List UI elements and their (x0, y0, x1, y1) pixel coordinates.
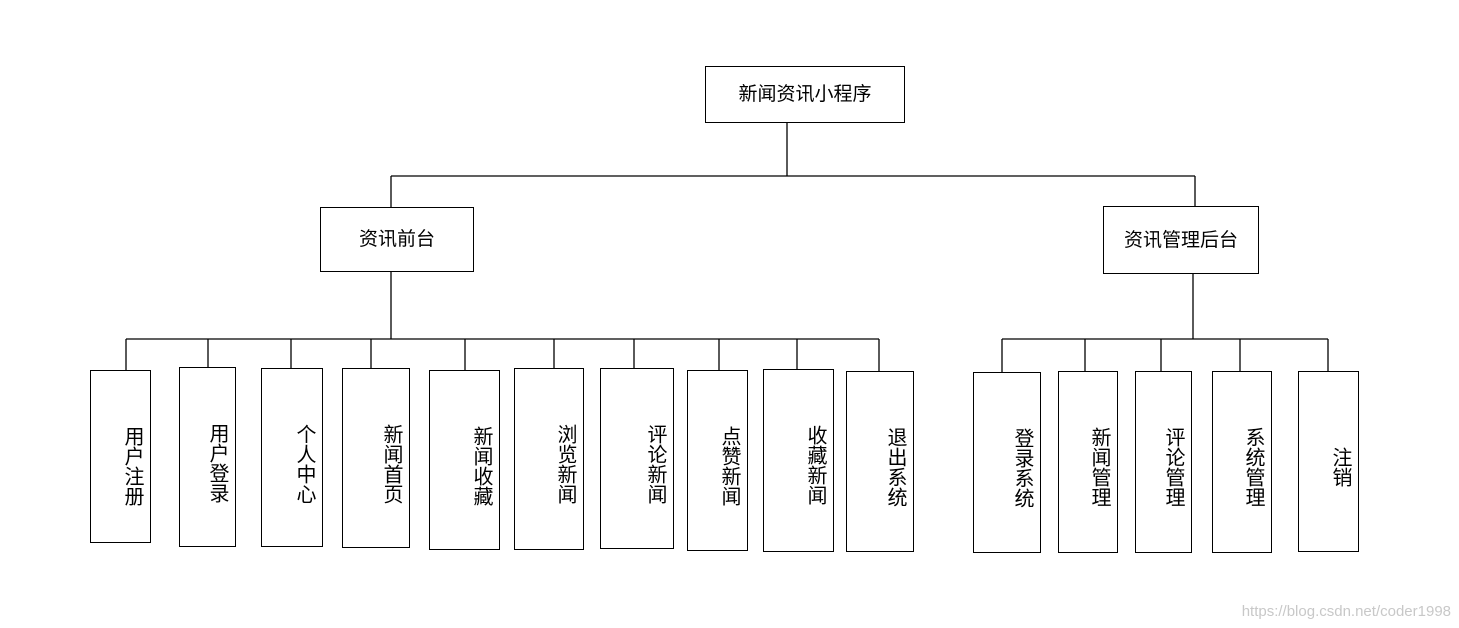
back-item-news-management: 新闻管理 (1058, 371, 1118, 553)
front-item-news-favorites: 新闻收藏 (429, 370, 500, 550)
leaf-label: 登录系统 (1011, 428, 1035, 508)
front-item-news-home: 新闻首页 (342, 368, 410, 548)
front-item-user-register: 用户注册 (90, 370, 151, 543)
back-item-comment-management: 评论管理 (1135, 371, 1192, 553)
front-item-like-news: 点赞新闻 (687, 370, 748, 551)
leaf-label: 收藏新闻 (804, 425, 828, 505)
leaf-label: 系统管理 (1242, 427, 1266, 507)
front-label: 资讯前台 (358, 228, 435, 250)
back-item-logout: 注销 (1298, 371, 1359, 552)
leaf-label: 用户注册 (121, 426, 145, 506)
leaf-label: 退出系统 (884, 427, 908, 507)
leaf-label: 点赞新闻 (718, 426, 742, 506)
back-item-system-management: 系统管理 (1212, 371, 1272, 553)
leaf-label: 新闻收藏 (470, 426, 494, 506)
front-item-personal-center: 个人中心 (261, 368, 323, 547)
front-item-exit-system: 退出系统 (846, 371, 914, 552)
leaf-label: 评论新闻 (644, 424, 668, 504)
front-item-collect-news: 收藏新闻 (763, 369, 834, 552)
back-label: 资讯管理后台 (1123, 228, 1238, 251)
leaf-label: 注销 (1329, 447, 1353, 487)
leaf-label: 个人中心 (293, 424, 317, 504)
leaf-label: 新闻首页 (380, 424, 404, 504)
back-node: 资讯管理后台 (1103, 206, 1259, 274)
leaf-label: 用户登录 (206, 423, 230, 503)
root-node: 新闻资讯小程序 (705, 66, 905, 123)
front-item-comment-news: 评论新闻 (600, 368, 674, 549)
root-label: 新闻资讯小程序 (738, 83, 872, 105)
back-item-login-system: 登录系统 (973, 372, 1041, 553)
front-item-user-login: 用户登录 (179, 367, 236, 547)
leaf-label: 浏览新闻 (554, 424, 578, 504)
front-item-browse-news: 浏览新闻 (514, 368, 584, 550)
front-node: 资讯前台 (320, 207, 474, 272)
watermark: https://blog.csdn.net/coder1998 (1241, 603, 1451, 620)
leaf-label: 评论管理 (1162, 427, 1186, 507)
leaf-label: 新闻管理 (1088, 427, 1112, 507)
